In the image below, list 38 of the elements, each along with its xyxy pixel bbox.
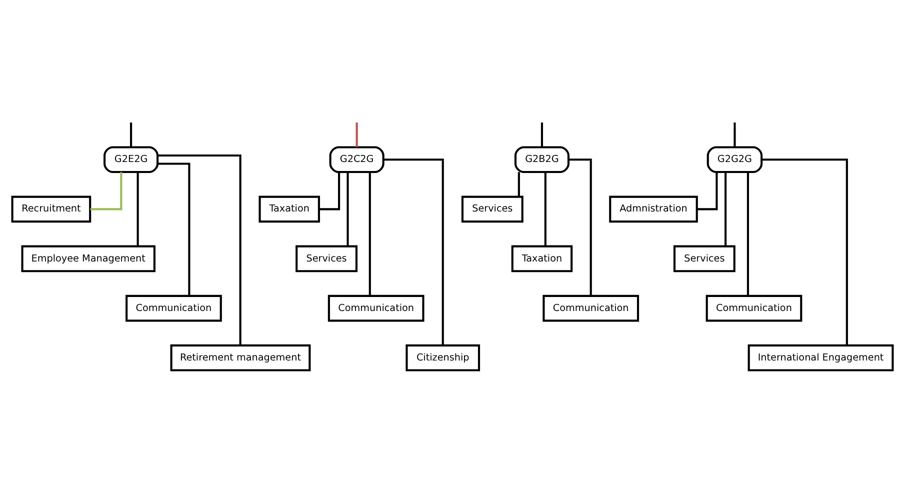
node-box: Taxation [510, 244, 572, 272]
connector [346, 172, 348, 246]
node-box: Communication [125, 294, 222, 322]
node-box: G2E2G [103, 146, 158, 173]
node-box: Services [295, 244, 357, 272]
node-box: G2B2G [514, 146, 570, 173]
connector [368, 172, 370, 296]
connector [130, 122, 132, 147]
node-box: Services [672, 244, 735, 272]
connector [724, 172, 726, 246]
connector [517, 172, 520, 196]
node-box: Communication [327, 294, 424, 322]
connector [318, 172, 340, 210]
connector [540, 122, 543, 147]
node-box: Recruitment [10, 195, 91, 222]
connector [761, 158, 848, 345]
node-box: Citizenship [405, 344, 480, 371]
connector [568, 158, 592, 296]
connector [355, 122, 358, 147]
connector [696, 172, 718, 210]
connector [90, 172, 122, 210]
node-box: Communication [542, 294, 639, 322]
node-box: International Engagement [747, 344, 894, 371]
connector [136, 172, 138, 246]
connector [157, 154, 241, 345]
connector [544, 172, 546, 246]
connector [157, 162, 190, 296]
node-box: Admnistration [608, 195, 698, 222]
connector [746, 172, 748, 296]
node-box: Employee Management [20, 244, 155, 272]
node-box: G2C2G [328, 146, 384, 173]
node-box: Services [460, 195, 523, 222]
node-box: Communication [705, 294, 802, 322]
node-box: Taxation [258, 195, 320, 222]
connector [382, 158, 444, 345]
connector [733, 122, 736, 147]
node-box: G2G2G [706, 146, 762, 173]
node-box: Retirement management [170, 344, 310, 371]
